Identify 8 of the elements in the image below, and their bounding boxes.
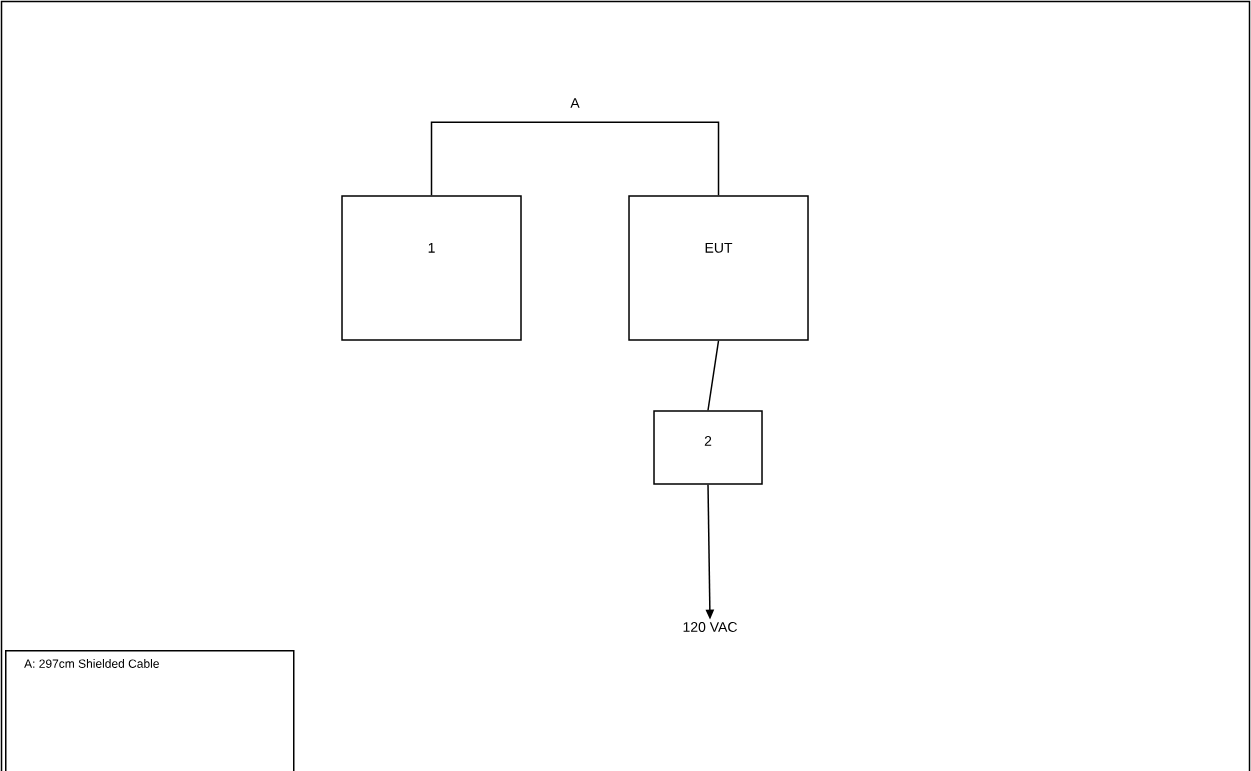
cable-line: [707, 340, 720, 411]
equipment-box: 2: [653, 410, 763, 485]
cable-line: [430, 121, 720, 196]
equipment-box: EUT: [628, 195, 809, 341]
edge-label: A: [568, 96, 582, 110]
legend-box: A: 297cm Shielded Cable: [5, 650, 295, 771]
supply-label: 120 VAC: [683, 622, 737, 632]
equipment-box: 1: [341, 195, 522, 341]
